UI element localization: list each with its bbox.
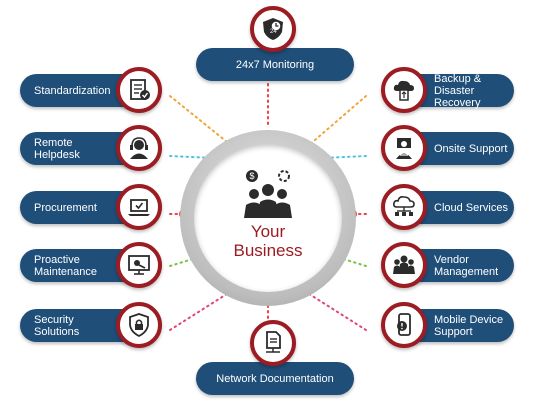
service-network-documentation: Network Documentation: [196, 362, 354, 395]
service-label: Network Documentation: [216, 372, 334, 385]
service-label: Cloud Services: [434, 201, 508, 214]
clock-shield-icon: 24: [250, 6, 296, 52]
technician-icon: [381, 125, 427, 171]
service-label: Mobile Device Support: [434, 313, 504, 338]
hub-label-line2: Business: [233, 241, 303, 260]
business-team-icon: $: [244, 170, 292, 218]
service-label: Vendor Management: [434, 253, 499, 278]
headset-agent-icon: [116, 125, 162, 171]
service-label: Security Solutions: [34, 313, 80, 338]
laptop-check-icon: [116, 184, 162, 230]
service-24x7-monitoring: 24x7 Monitoring: [196, 48, 354, 81]
team-icon: [381, 242, 427, 288]
service-label: Standardization: [34, 84, 111, 97]
checklist-icon: [116, 67, 162, 113]
svg-text:24: 24: [270, 29, 277, 35]
shield-lock-icon: [116, 302, 162, 348]
service-label: Onsite Support: [434, 142, 508, 155]
svg-text:$: $: [249, 171, 254, 181]
monitor-tools-icon: [116, 242, 162, 288]
service-label: Remote Helpdesk: [34, 136, 80, 161]
hub-label-line1: Your: [250, 222, 286, 241]
mobile-alert-icon: [381, 302, 427, 348]
document-network-icon: [250, 320, 296, 366]
cloud-backup-icon: [381, 67, 427, 113]
service-label: Procurement: [34, 201, 97, 214]
service-label: 24x7 Monitoring: [235, 58, 315, 71]
hub-label: Your Business: [194, 222, 342, 260]
service-label: Proactive Maintenance: [34, 253, 97, 278]
service-label: Backup & Disaster Recovery: [434, 72, 482, 109]
cloud-network-icon: [381, 184, 427, 230]
